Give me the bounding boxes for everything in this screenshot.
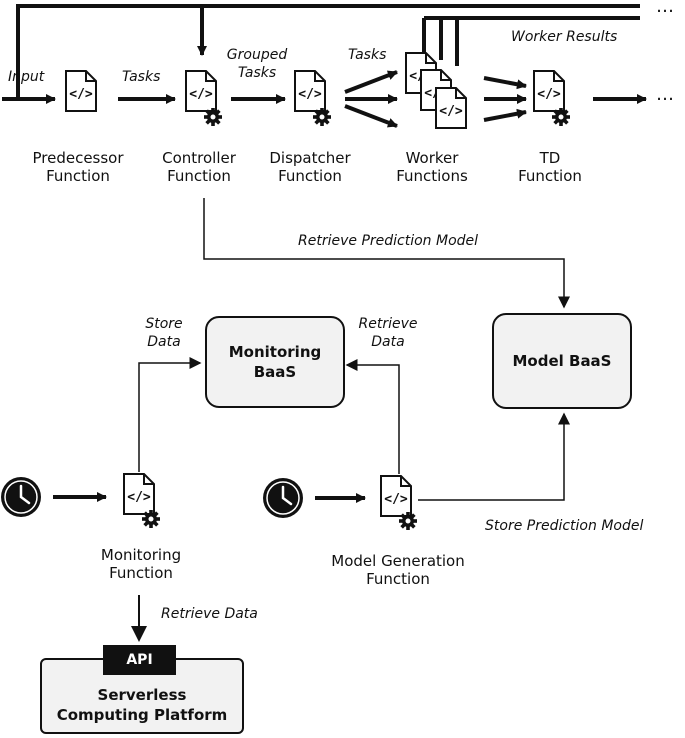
retrieve-data-label-1: Retrieve Data — [358, 316, 418, 350]
monitoring-function-label: Monitoring Function — [100, 546, 182, 582]
monitoring-gear-icon — [142, 510, 160, 528]
monitoring-clock-icon — [0, 475, 43, 519]
worker-function-icon-3 — [435, 87, 467, 129]
retrieve-data-monitoring-edge — [345, 359, 400, 474]
worker-results-label: Worker Results — [511, 29, 618, 45]
tasks-label-1: Tasks — [122, 69, 161, 85]
predecessor-function-icon — [65, 70, 97, 112]
monitoring-baas-box: Monitoring BaaS — [205, 316, 345, 408]
grouped-tasks-label: Grouped Tasks — [226, 47, 288, 81]
api-badge: API — [103, 645, 176, 675]
dispatcher-gear-icon — [313, 108, 331, 126]
input-label: Input — [8, 69, 45, 85]
store-data-edge — [138, 357, 202, 472]
serverless-platform-label: Serverless Computing Platform — [56, 686, 228, 724]
model-baas-box: Model BaaS — [492, 313, 632, 409]
controller-function-label: Controller Function — [162, 149, 236, 185]
td-gear-icon — [552, 108, 570, 126]
top-feedback-lines — [16, 4, 640, 99]
store-data-label: Store Data — [145, 316, 183, 350]
model-generation-function-icon — [380, 475, 412, 517]
model-generation-function-label: Model Generation Function — [331, 552, 465, 588]
api-label: API — [126, 652, 153, 668]
retrieve-prediction-model-label: Retrieve Prediction Model — [298, 233, 479, 249]
monitoring-function-icon — [123, 473, 155, 515]
ellipsis-right: … — [656, 84, 676, 105]
tasks-label-2: Tasks — [348, 47, 387, 63]
model-baas-label: Model BaaS — [512, 352, 612, 370]
td-function-label: TD Function — [518, 149, 582, 185]
dispatcher-function-icon — [294, 70, 326, 112]
dispatcher-function-label: Dispatcher Function — [269, 149, 351, 185]
retrieve-prediction-model-edge — [203, 198, 570, 309]
store-prediction-model-edge — [418, 412, 570, 501]
main-flow-arrows — [2, 70, 647, 128]
td-function-icon — [533, 70, 565, 112]
monitoring-baas-label: Monitoring BaaS — [228, 343, 322, 381]
predecessor-function-label: Predecessor Function — [32, 149, 124, 185]
model-generation-gear-icon — [399, 512, 417, 530]
model-generation-clock-icon — [261, 476, 305, 520]
worker-functions-label: Worker Functions — [396, 149, 468, 185]
store-prediction-model-label: Store Prediction Model — [485, 518, 644, 534]
controller-function-icon — [185, 70, 217, 112]
controller-gear-icon — [204, 108, 222, 126]
retrieve-data-label-2: Retrieve Data — [161, 606, 258, 622]
ellipsis-top: … — [656, 0, 676, 17]
